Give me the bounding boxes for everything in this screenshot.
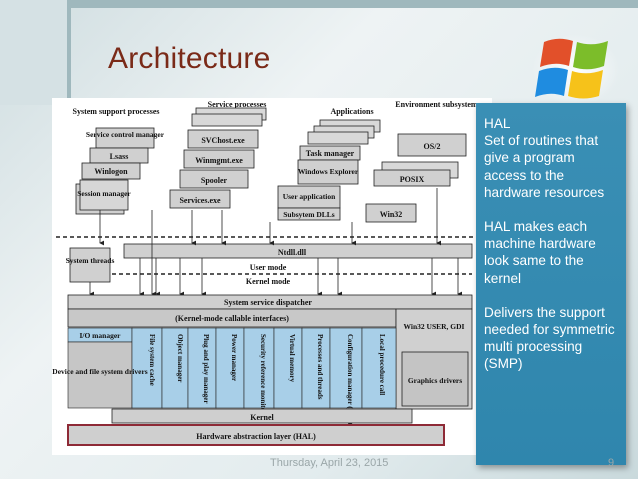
box-service-control-manager: Service control manager (86, 130, 165, 139)
hal-paragraph-1: Set of routines that give a program acce… (484, 133, 605, 200)
box-spooler: Spooler (201, 176, 228, 185)
box-os2: OS/2 (424, 142, 441, 151)
box-winlogon: Winlogon (94, 167, 128, 176)
box-virtual-memory: Virtual memory (288, 334, 296, 383)
box-winmgmt: Winmgmt.exe (195, 156, 243, 165)
box-user-application: User application (283, 192, 336, 201)
box-subsystem-dlls: Subsytem DLLs (283, 210, 335, 219)
box-ntdll: Ntdll.dll (278, 248, 307, 257)
box-hal: Hardware abstraction layer (HAL) (196, 432, 316, 441)
box-io-manager: I/O manager (79, 331, 121, 340)
hal-paragraph-2: HAL makes each machine hardware look sam… (484, 219, 596, 286)
windows-logo-icon (532, 34, 620, 106)
label-user-mode: User mode (250, 263, 287, 272)
box-win32-user-gdi: Win32 USER, GDI (404, 322, 465, 331)
label-service-processes: Service processes (208, 100, 267, 109)
hal-paragraph-3: Delivers the support needed for symmetri… (484, 304, 615, 372)
label-system-support: System support processes (73, 107, 160, 116)
slide-title: Architecture (108, 42, 271, 75)
box-power-manager: Power manager (230, 334, 238, 381)
label-environment: Environment subsystems (395, 100, 480, 109)
box-object-manager: Object manager (176, 334, 184, 382)
box-svchost: SVChost.exe (201, 136, 245, 145)
box-plug-and-play: Plug and play manager (202, 334, 210, 403)
decorative-bar-left (0, 0, 67, 105)
box-win32: Win32 (380, 210, 403, 219)
box-processes-threads: Processes and threads (316, 334, 324, 400)
box-lsass: Lsass (110, 152, 129, 161)
box-kernel: Kernel (250, 413, 274, 422)
box-system-threads: System threads (66, 256, 115, 265)
box-device-drivers: Device and file system drivers (52, 367, 147, 376)
box-session-manager: Session manager (77, 189, 131, 198)
hal-info-panel: HAL Set of routines that give a program … (476, 103, 626, 465)
box-kernel-callable: (Kernel-mode callable interfaces) (175, 314, 289, 323)
box-security-monitor: Security reference monitor (259, 334, 267, 414)
box-posix: POSIX (400, 175, 425, 184)
box-graphics-drivers: Graphics drivers (408, 376, 462, 385)
box-system-service-dispatcher: System service dispatcher (224, 298, 312, 307)
windows-architecture-diagram: System support processes Service process… (52, 100, 492, 446)
box-task-manager: Task manager (306, 149, 355, 158)
box-file-system-cache: File system cache (148, 334, 156, 386)
label-applications: Applications (330, 107, 373, 116)
page-number: 9 (608, 457, 615, 469)
box-services: Services.exe (179, 196, 221, 205)
label-kernel-mode: Kernel mode (246, 277, 291, 286)
decorative-bar-left-edge (67, 0, 71, 105)
box-config-manager: Configuration manager (registry) (346, 334, 354, 435)
footer-date: Thursday, April 23, 2015 (270, 457, 389, 469)
decorative-bar-top (71, 0, 638, 8)
box-windows-explorer: Windows Explorer (298, 167, 359, 176)
box-lpc: Local procedure call (378, 334, 386, 395)
hal-heading: HAL (484, 116, 511, 131)
